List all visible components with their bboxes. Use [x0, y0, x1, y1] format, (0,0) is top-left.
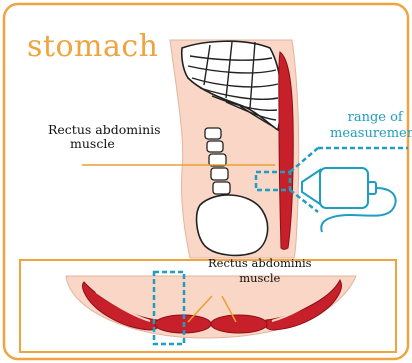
rectus-label-bottom-line2: muscle — [208, 271, 312, 286]
range-label-line2: measurement — [330, 126, 412, 142]
rectus-label-bottom-line1: Rectus abdominis — [208, 256, 312, 271]
rectus-label-bottom: Rectus abdominis muscle — [208, 256, 312, 286]
rectus-belly-right — [211, 315, 267, 333]
rectus-label-main-line1: Rectus abdominis — [48, 123, 161, 137]
rectus-label-main-line2: muscle — [48, 137, 161, 151]
range-label: range of measurement — [330, 110, 412, 143]
diagram-title: stomach — [27, 30, 158, 63]
rectus-label-main: Rectus abdominis muscle — [48, 123, 161, 151]
probe-plug — [368, 182, 376, 194]
probe-body — [320, 168, 368, 208]
pelvis — [197, 195, 268, 255]
range-label-line1: range of — [330, 110, 412, 126]
